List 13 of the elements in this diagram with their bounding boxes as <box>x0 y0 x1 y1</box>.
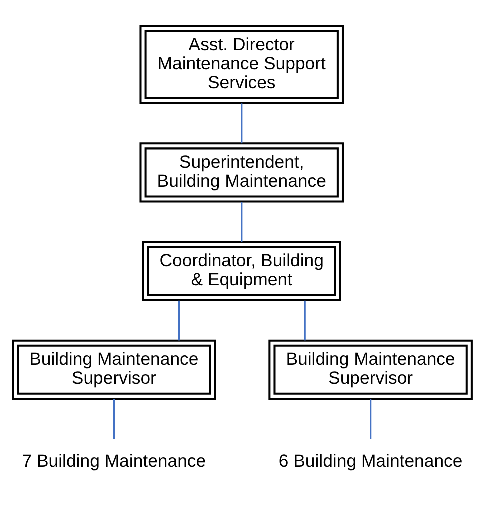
node-box: Building Maintenance Supervisor <box>268 339 473 400</box>
connector <box>241 202 243 242</box>
node-text: 7 Building Maintenance <box>22 450 206 470</box>
node-box: Superintendent, Building Maintenance <box>140 142 344 202</box>
node-box: Asst. Director Maintenance Support Services <box>140 24 344 104</box>
connector <box>241 103 243 144</box>
node-box: Coordinator, Building & Equipment <box>142 240 342 301</box>
connector <box>113 398 116 439</box>
connector <box>304 300 306 340</box>
connector <box>178 300 180 340</box>
node-text: 6 Building Maintenance <box>278 450 463 470</box>
node-box: Building Maintenance Supervisor <box>12 339 216 400</box>
connector <box>370 398 372 439</box>
